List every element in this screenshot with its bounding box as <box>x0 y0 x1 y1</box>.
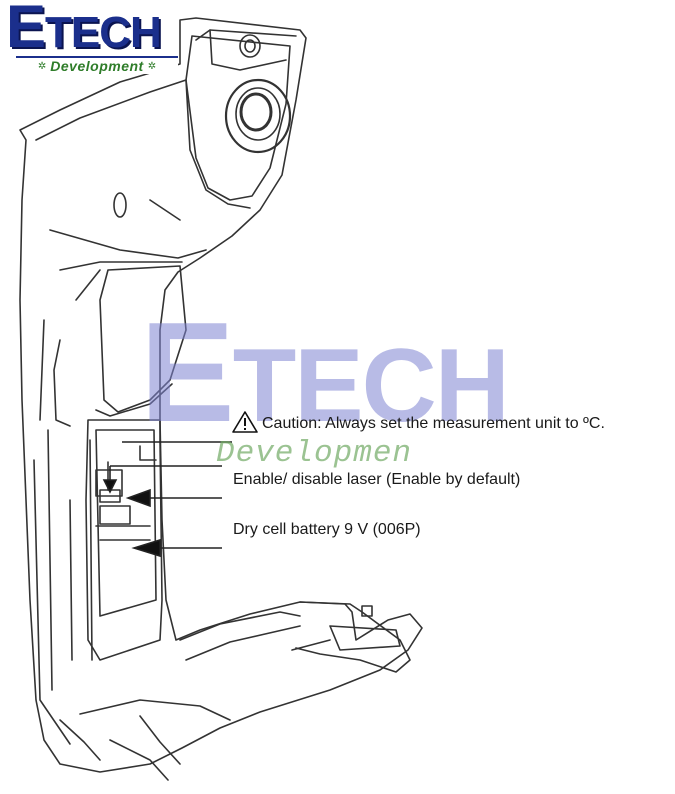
lens <box>224 78 292 154</box>
battery-label: Dry cell battery 9 V (006P) <box>233 521 421 538</box>
gear-icon: ✲ <box>147 60 157 72</box>
side-button <box>113 192 127 218</box>
watermark-subtitle: Developmen <box>216 436 413 471</box>
device-body-inner <box>35 79 251 209</box>
screw-hole <box>239 34 261 58</box>
logo-wordmark: ETECH <box>6 0 162 60</box>
caution-label: Caution: Always set the measurement unit… <box>262 415 605 432</box>
etech-logo: ETECH ✲ Development ✲ <box>4 0 180 76</box>
bottom-cap <box>79 699 231 721</box>
warning-triangle-icon <box>232 411 258 433</box>
laser-switch <box>95 469 123 497</box>
device-body-outline <box>19 17 423 773</box>
laser-arrow <box>102 479 118 494</box>
gear-icon: ✲ <box>37 60 47 72</box>
logo-subtitle-bar: ✲ Development ✲ <box>16 56 178 74</box>
logo-subtitle: Development <box>50 58 144 74</box>
battery-door <box>295 601 411 673</box>
nose-block <box>185 35 291 201</box>
watermark-wordmark: ETECH <box>140 293 510 452</box>
battery-arrow <box>131 538 161 558</box>
trigger <box>53 339 71 427</box>
battery-compartment <box>85 419 163 661</box>
grip-panel <box>99 265 187 413</box>
laser-switch-label: Enable/ disable laser (Enable by default… <box>233 471 521 488</box>
laser-side-arrow <box>125 488 151 508</box>
